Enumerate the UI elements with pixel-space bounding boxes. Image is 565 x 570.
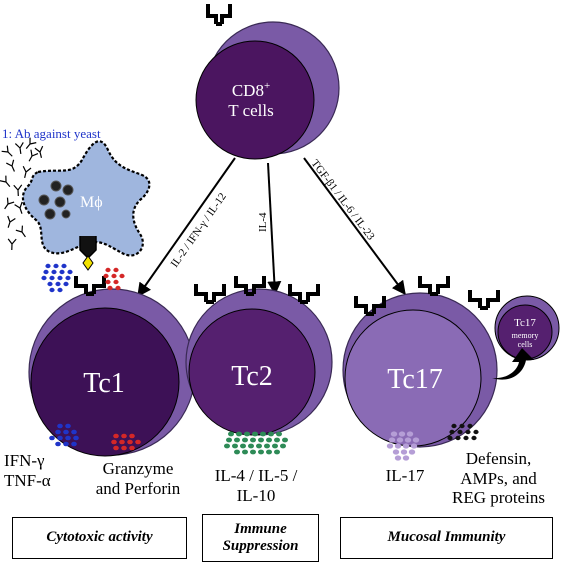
tc1-secretion-right: Granzyme and Perforin (95, 459, 181, 498)
tc17-receptor-icon-3 (468, 290, 500, 310)
tc2-nucleus (188, 308, 316, 436)
macrophage: Mϕ (21, 140, 151, 271)
antibody-cluster-icon (0, 137, 44, 251)
antigen-icon (82, 255, 94, 271)
tc17-secretion-left: IL-17 (385, 466, 425, 485)
tc2-receptor-icon-3 (288, 284, 320, 304)
cd8-label: CD8+ (232, 80, 270, 100)
tc1-secretion-left: IFN-γ TNF-α (4, 451, 51, 490)
tc1-cell: Tc1 (28, 276, 196, 457)
tc2-green-granules (224, 431, 288, 455)
cd8-t-cell: CD8+ T cells (195, 4, 340, 160)
tc1-top-blue-granules (41, 263, 73, 293)
tc17-receptor-icon-1 (354, 296, 386, 316)
memory-label-line2: memory (512, 331, 539, 340)
tc17-memory-cell: Tc17 memory cells (492, 295, 560, 380)
memory-label-line3: cells (518, 340, 533, 349)
cd8-label-line2: T cells (228, 101, 273, 120)
tc1-nucleus (30, 307, 180, 457)
tc17-receptor-icon-2 (418, 276, 450, 296)
memory-label-line1: Tc17 (514, 317, 536, 329)
tc1-receptor-icon (74, 276, 106, 296)
tc1-top-red-granules (103, 267, 125, 291)
mucosal-immunity-box: Mucosal Immunity (340, 517, 553, 559)
tc1-bottom-red-granules (111, 433, 141, 451)
macrophage-body (21, 140, 151, 257)
cd8-nucleus (195, 40, 315, 160)
ab-annotation: 1: Ab against yeast (2, 126, 101, 141)
arrow-to-tc2 (267, 162, 282, 296)
tc17-lilac-granules (386, 431, 420, 461)
tc2-receptor-icon-2 (234, 276, 266, 296)
fc-receptor-icon (79, 236, 97, 260)
tc2-cell: Tc2 (185, 276, 333, 436)
macrophage-label: Mϕ (80, 194, 103, 211)
arrow-to-tc1 (137, 157, 236, 298)
tc2-label: Tc2 (231, 361, 273, 392)
tc2-receptor-icon-1 (194, 284, 226, 304)
tc1-label: Tc1 (83, 368, 125, 399)
tc2-secretion: IL-4 / IL-5 / IL-10 (214, 466, 298, 505)
granule-clusters (41, 263, 479, 461)
cd8-receptor-icon (206, 4, 232, 26)
arrow-middle-label: IL-4 (257, 212, 269, 232)
tc17-secretion-right: Defensin, AMPs, and REG proteins (451, 449, 546, 508)
cytotoxic-activity-box: Cytotoxic activity (12, 517, 187, 559)
arrow-to-tc17 (303, 157, 406, 296)
arrow-left-label: IL-2 / IFN-γ / IL-12 (169, 191, 229, 270)
arrow-right-label: TGF-β1 / IL-6 / IL-23 (309, 158, 377, 243)
tc1-bottom-blue-granules (49, 423, 79, 447)
tc17-cell: Tc17 (342, 276, 500, 448)
immune-suppression-box: Immune Suppression (202, 514, 319, 562)
tc17-label: Tc17 (387, 364, 443, 395)
memory-arrow-icon (492, 348, 534, 380)
tc17-black-granules (447, 423, 479, 441)
